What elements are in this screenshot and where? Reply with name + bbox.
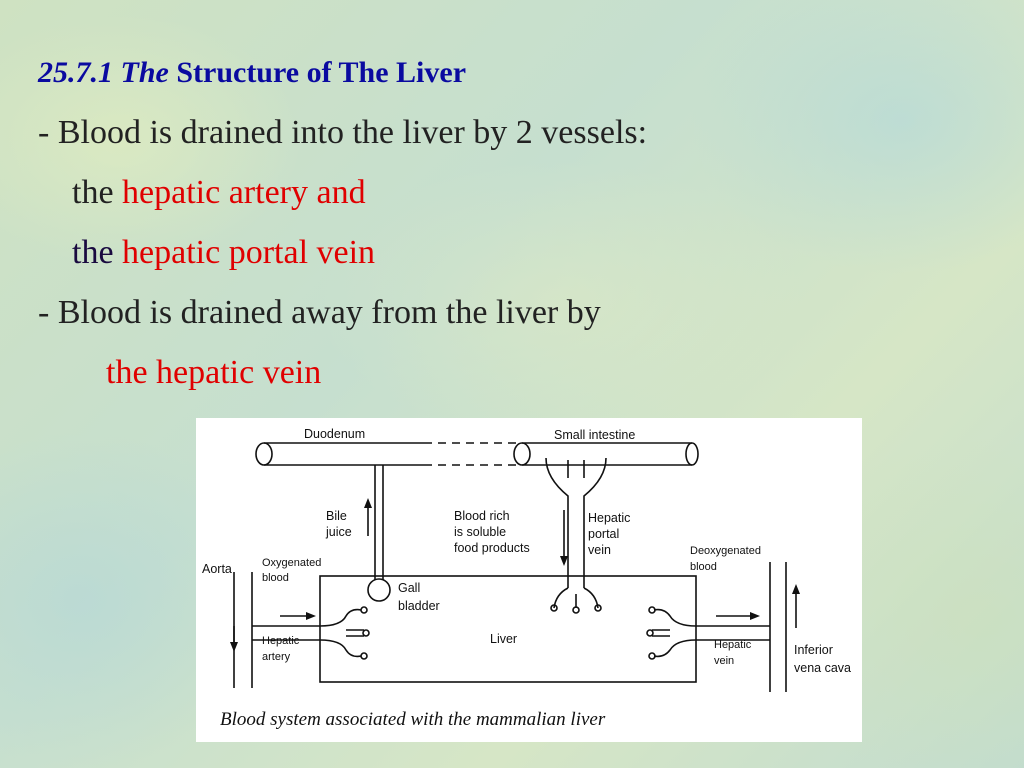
- label-gall-1: Gall: [398, 581, 420, 595]
- line-hepatic-portal-prefix: the: [72, 234, 114, 271]
- inferior-vena-cava: [769, 562, 800, 692]
- label-hepatic-vein-1: Hepatic: [714, 639, 752, 651]
- slide-title: 25.7.1 The Structure of The Liver: [38, 56, 466, 90]
- label-ivc-1: Inferior: [794, 643, 833, 657]
- line-hepatic-artery-prefix: the: [72, 174, 114, 211]
- label-hpv-1: Hepatic: [588, 511, 630, 525]
- bullet-drained-into: - Blood is drained into the liver by 2 v…: [38, 114, 648, 151]
- label-hepatic-artery-1: Hepatic: [262, 635, 300, 647]
- diagram-svg: Duodenum Small intestine Bile juice Bloo…: [202, 427, 851, 730]
- label-hepatic-vein-2: vein: [714, 655, 734, 667]
- bullet-drained-away: - Blood is drained away from the liver b…: [38, 294, 601, 331]
- label-oxygenated-2: blood: [262, 572, 289, 584]
- aorta: [230, 572, 320, 688]
- label-bile-2: juice: [325, 525, 352, 539]
- label-aorta: Aorta: [202, 562, 232, 576]
- label-oxygenated-1: Oxygenated: [262, 557, 321, 569]
- label-deoxygenated-1: Deoxygenated: [690, 545, 761, 557]
- hepatic-artery-branch: [319, 606, 370, 660]
- line-hepatic-artery-highlight: hepatic artery and: [122, 174, 366, 211]
- title-text: Structure of The Liver: [176, 56, 467, 89]
- label-ivc-2: vena cava: [794, 661, 851, 675]
- duodenum-tube: [255, 442, 516, 466]
- label-bile-1: Bile: [326, 509, 347, 523]
- label-blood-rich-2: is soluble: [454, 525, 506, 539]
- line-hepatic-portal-highlight: hepatic portal vein: [122, 234, 376, 271]
- liver-blood-diagram: Duodenum Small intestine Bile juice Bloo…: [196, 418, 862, 742]
- diagram-caption: Blood system associated with the mammali…: [220, 709, 606, 730]
- label-hpv-2: portal: [588, 527, 619, 541]
- label-small-intestine: Small intestine: [554, 428, 635, 442]
- hepatic-portal-vein: [545, 457, 607, 614]
- label-gall-2: bladder: [398, 599, 440, 613]
- label-hepatic-artery-2: artery: [262, 651, 291, 663]
- label-blood-rich-1: Blood rich: [454, 509, 510, 523]
- label-liver: Liver: [490, 632, 517, 646]
- line-hepatic-artery: the hepatic artery and: [72, 174, 366, 212]
- label-blood-rich-3: food products: [454, 541, 530, 555]
- bile-duct: [364, 465, 391, 602]
- label-duodenum: Duodenum: [304, 427, 365, 441]
- small-intestine-tube: [513, 442, 699, 466]
- title-number: 25.7.1 The: [38, 56, 169, 89]
- line-hepatic-portal-vein: the hepatic portal vein: [72, 234, 375, 272]
- label-hpv-3: vein: [588, 543, 611, 557]
- liver-box: [319, 575, 697, 683]
- hepatic-vein-branch: [646, 606, 770, 660]
- line-hepatic-vein: the hepatic vein: [106, 354, 322, 391]
- label-deoxygenated-2: blood: [690, 561, 717, 573]
